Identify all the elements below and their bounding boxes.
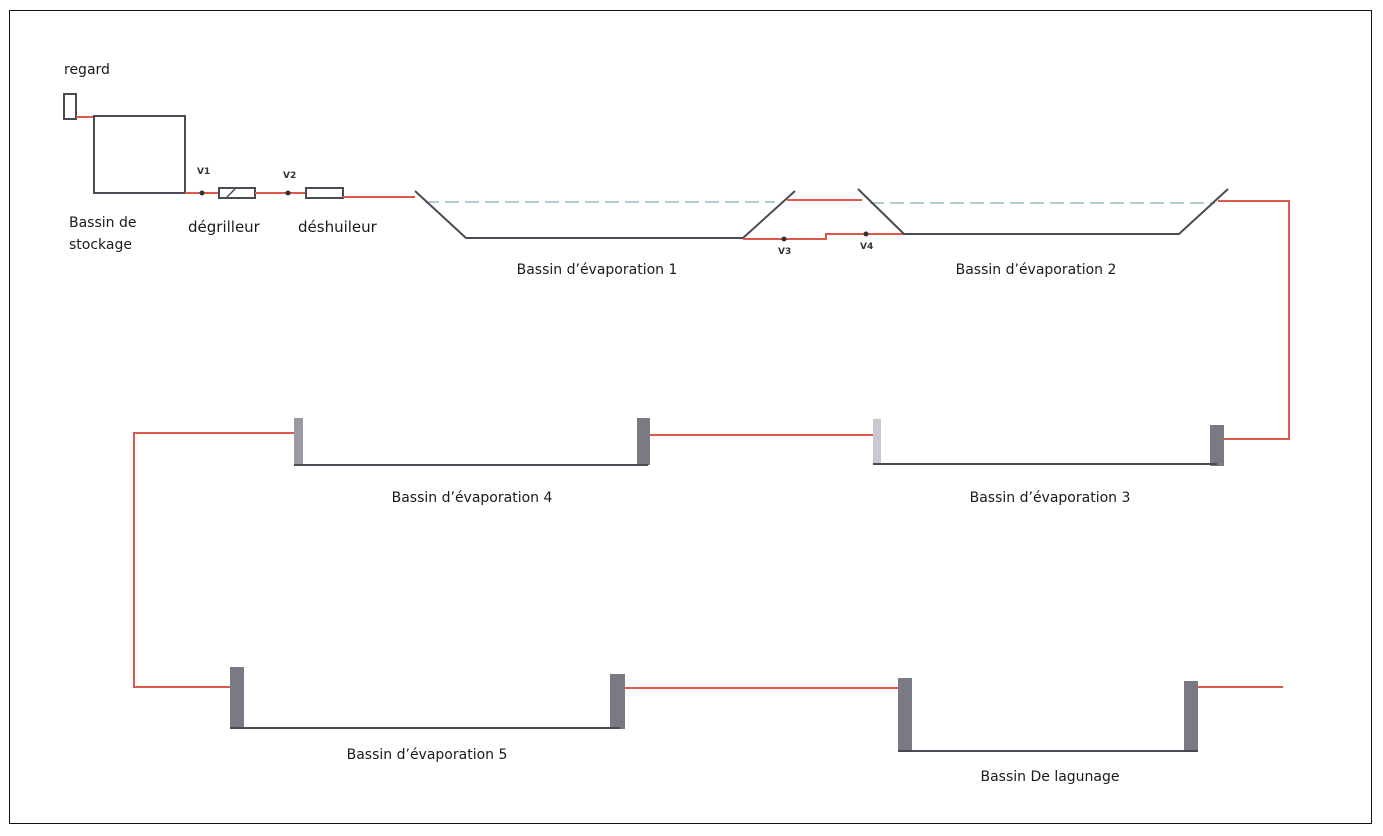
valve-v4 (863, 231, 869, 237)
label-v2: V2 (283, 171, 297, 181)
label-evap1: Bassin d’évaporation 1 (516, 262, 678, 278)
label-degrilleur: dégrilleur (188, 218, 260, 236)
label-v3: V3 (778, 247, 792, 257)
valve-v1 (199, 190, 205, 196)
pipe-evap1-evap2-lower (743, 233, 905, 240)
evap3-wall-left (873, 419, 881, 464)
label-stockage-1: Bassin de (69, 215, 137, 231)
label-evap2: Bassin d’évaporation 2 (955, 262, 1117, 278)
label-regard: regard (64, 62, 110, 78)
evap4-wall-right (637, 418, 650, 465)
evap4-wall-left (294, 418, 303, 465)
pipe-evap2-evap3 (1218, 200, 1290, 440)
degrilleur-unit (218, 187, 256, 199)
label-evap3: Bassin d’évaporation 3 (969, 490, 1131, 506)
deshuileur-unit (305, 187, 344, 199)
regard-box (63, 93, 77, 120)
evap5-wall-left (230, 667, 244, 729)
label-evap5: Bassin d’évaporation 5 (346, 747, 508, 763)
evap5-wall-right (610, 674, 625, 729)
evap2-basin (857, 188, 1229, 235)
label-v1: V1 (197, 167, 211, 177)
valve-v3 (781, 236, 787, 242)
lagunage-wall-left (898, 678, 912, 752)
evap3-wall-right (1210, 425, 1224, 466)
label-lagunage: Bassin De lagunage (980, 769, 1120, 785)
pipe-evap4-evap5 (133, 432, 294, 688)
label-deshuileur: déshuileur (298, 218, 377, 236)
stockage-tank (93, 115, 186, 194)
valve-v2 (285, 190, 291, 196)
label-evap4: Bassin d’évaporation 4 (391, 490, 553, 506)
label-stockage-2: stockage (69, 237, 132, 253)
degrilleur-slash (226, 188, 236, 198)
lagunage-wall-right (1184, 681, 1198, 752)
evap1-basin (414, 190, 796, 239)
label-v4: V4 (860, 242, 874, 252)
